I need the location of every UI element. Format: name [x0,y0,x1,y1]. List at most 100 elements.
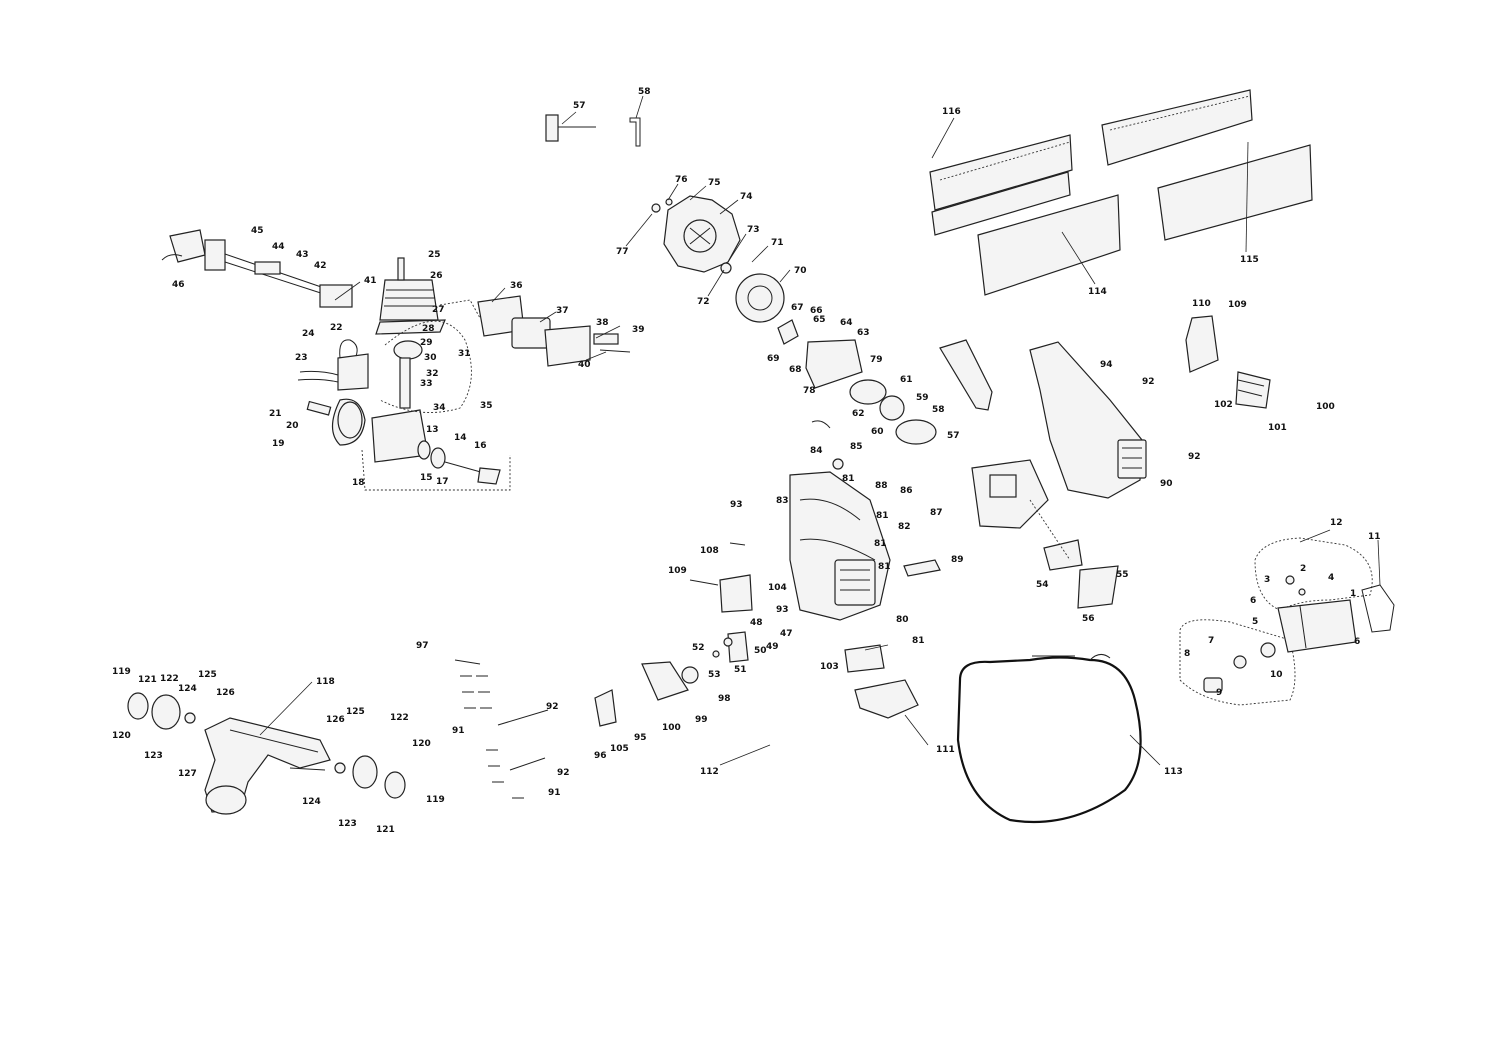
blower-housing-assembly [594,315,1271,727]
part-label: 88 [875,481,888,491]
part-label: 90 [1160,479,1173,489]
nozzle-group [1179,537,1395,706]
part-label: 54 [1036,580,1049,590]
part-label: 3 [1264,575,1270,585]
part-label: 91 [452,726,465,736]
part-label: 48 [750,618,763,628]
part-label: 105 [610,744,629,754]
part-label: 8 [1184,649,1190,659]
part-label: 74 [740,192,753,202]
part-label: 34 [433,403,446,413]
part-label: 15 [420,473,433,483]
part-label: 56 [1082,614,1095,624]
part-label: 55 [1116,570,1129,580]
part-label: 26 [430,271,443,281]
part-label: 84 [810,446,823,456]
part-label: 81 [874,539,887,549]
part-label: 85 [850,442,863,452]
part-label: 35 [480,401,493,411]
part-label: 36 [510,281,523,291]
part-label: 39 [632,325,645,335]
part-label: 81 [912,636,925,646]
part-label: 58 [932,405,945,415]
part-label: 23 [295,353,308,363]
part-label: 120 [112,731,131,741]
part-label: 125 [198,670,217,680]
part-label: 30 [424,353,437,363]
part-label: 16 [474,441,487,451]
part-label: 71 [771,238,784,248]
part-label: 60 [871,427,884,437]
part-label: 101 [1268,423,1287,433]
part-label: 17 [436,477,449,487]
part-label: 45 [251,226,264,236]
part-label: 49 [766,642,779,652]
part-label: 41 [364,276,377,286]
part-label: 20 [286,421,299,431]
part-label: 72 [697,297,710,307]
part-label: 126 [216,688,235,698]
part-label: 11 [1368,532,1381,542]
part-label: 111 [936,745,955,755]
part-label: 114 [1088,287,1107,297]
part-label: 9 [1216,688,1222,698]
part-label: 33 [420,379,433,389]
part-label: 124 [178,684,197,694]
leader-lines [259,95,1381,766]
part-label: 6 [1250,596,1256,606]
part-label: 80 [896,615,909,625]
part-label: 32 [426,369,439,379]
part-label: 37 [556,306,569,316]
part-label: 95 [634,733,647,743]
part-label: 104 [768,583,787,593]
part-label: 102 [1214,400,1233,410]
part-label: 10 [1270,670,1283,680]
part-label: 82 [898,522,911,532]
part-label: 76 [675,175,688,185]
vacuum-bag [956,654,1142,824]
screws-and-rods [454,542,746,799]
part-label: 13 [426,425,439,435]
part-label: 81 [842,474,855,484]
part-label: 67 [791,303,804,313]
part-label: 123 [338,819,357,829]
part-label: 123 [144,751,163,761]
part-label: 125 [346,707,365,717]
part-label: 31 [458,349,471,359]
part-label: 12 [1330,518,1343,528]
part-label: 59 [916,393,929,403]
vacuum-adaptor-assembly [127,692,406,815]
part-label: 61 [900,375,913,385]
part-label: 127 [178,769,197,779]
part-label: 64 [840,318,853,328]
part-label: 14 [454,433,467,443]
part-label: 94 [1100,360,1113,370]
part-label: 119 [112,667,131,677]
part-label: 126 [326,715,345,725]
part-label: 29 [420,338,433,348]
part-label: 38 [596,318,609,328]
part-label: 83 [776,496,789,506]
fan-starter-assembly [651,195,937,470]
part-label: 109 [1228,300,1247,310]
part-label: 57 [947,431,960,441]
part-label: 40 [578,360,591,370]
part-label: 81 [878,562,891,572]
part-label: 92 [1142,377,1155,387]
part-label: 110 [1192,299,1211,309]
part-label: 28 [422,324,435,334]
part-label: 77 [616,247,629,257]
part-label: 50 [754,646,767,656]
part-label: 124 [302,797,321,807]
part-label: 21 [269,409,282,419]
part-label: 22 [330,323,343,333]
part-label: 87 [930,508,943,518]
part-label: 65 [813,315,826,325]
part-label: 100 [1316,402,1335,412]
blower-tubes [929,89,1313,296]
part-label: 92 [1188,452,1201,462]
part-label: 58 [638,87,651,97]
part-label: 93 [730,500,743,510]
part-label: 121 [376,825,395,835]
